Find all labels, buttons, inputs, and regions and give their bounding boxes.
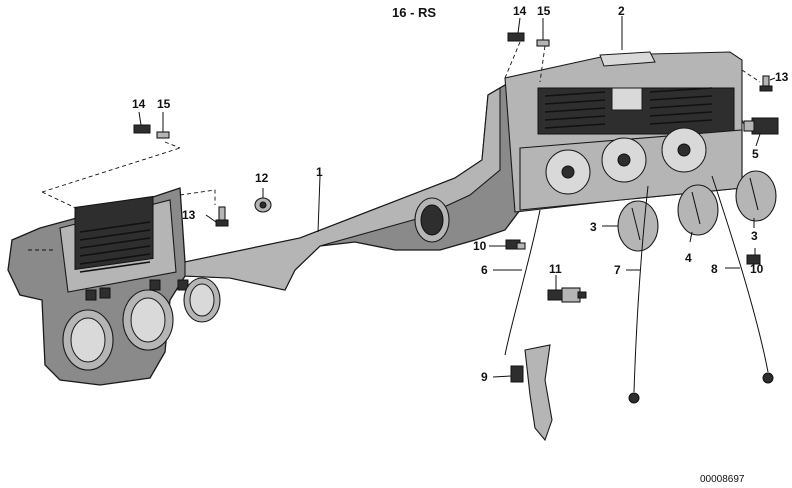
callout-3-left: 3 — [590, 220, 597, 234]
callout-4: 4 — [685, 251, 692, 265]
left-switch-3 — [149, 279, 161, 291]
cable-6 — [504, 209, 541, 356]
bracket-11 — [547, 287, 587, 303]
callout-5: 5 — [752, 147, 759, 161]
callout-13-left: 13 — [182, 208, 196, 222]
callout-2: 2 — [618, 4, 625, 18]
knob-4 — [677, 184, 719, 236]
callout-15-left: 15 — [157, 97, 171, 111]
callout-14-top: 14 — [513, 4, 527, 18]
callout-7: 7 — [614, 263, 621, 277]
callout-10-left: 10 — [473, 239, 487, 253]
left-switch-1 — [85, 289, 97, 301]
screw-13-left — [215, 206, 229, 227]
left-switch-2 — [99, 287, 111, 299]
left-vent-grille — [79, 221, 151, 273]
callout-3-right: 3 — [751, 229, 758, 243]
callout-11: 11 — [549, 262, 562, 276]
switch-5 — [743, 117, 779, 135]
bulb-15-top — [536, 39, 550, 47]
bulb-15-left — [156, 131, 170, 139]
air-duct-9 — [510, 344, 553, 442]
knob-3-right — [735, 170, 777, 222]
callout-13-right: 13 — [775, 70, 789, 84]
reference-number: 00008697 — [700, 474, 745, 485]
callout-8: 8 — [711, 262, 718, 276]
clip-10-right — [746, 254, 761, 265]
callout-15-top: 15 — [537, 4, 551, 18]
cable-7 — [633, 185, 649, 393]
callout-9: 9 — [481, 370, 488, 384]
diagram-header: 16 - RS — [392, 5, 436, 20]
callout-14-left: 14 — [132, 97, 146, 111]
screw-13-right — [759, 75, 773, 92]
callout-1: 1 — [316, 165, 323, 179]
callout-12: 12 — [255, 171, 269, 185]
control-unit-vent — [544, 87, 713, 129]
bulb-socket-14-top — [507, 32, 525, 42]
callout-10-right: 10 — [750, 262, 764, 276]
nut-12 — [254, 197, 272, 213]
callout-6: 6 — [481, 263, 488, 277]
bulb-socket-14-left — [133, 124, 151, 134]
left-switch-4 — [177, 279, 189, 291]
cable-8 — [711, 175, 769, 373]
knob-3-left — [617, 200, 659, 252]
clip-10-left — [505, 239, 526, 250]
